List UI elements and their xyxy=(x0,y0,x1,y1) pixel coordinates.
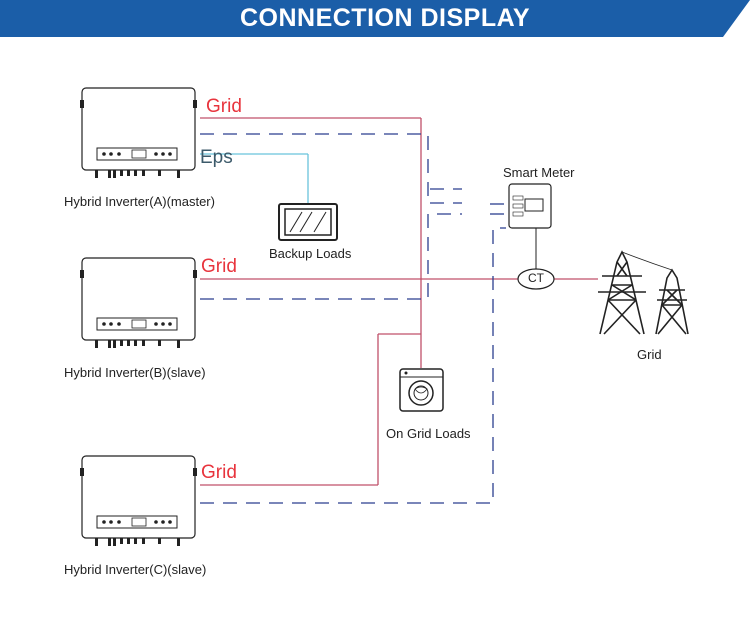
header-banner xyxy=(0,0,750,37)
transmission-tower-icon xyxy=(598,250,689,335)
smart-meter-label: Smart Meter xyxy=(503,165,575,180)
grid-wiring xyxy=(200,117,598,486)
eps-wiring xyxy=(200,153,309,203)
comm-wiring xyxy=(200,133,512,504)
inverter-c-grid-label: Grid xyxy=(201,462,237,483)
smart-meter-device xyxy=(508,183,552,229)
inverter-c-device xyxy=(80,455,197,546)
inverter-a-grid-label: Grid xyxy=(206,96,242,117)
inverter-a-eps-label: Eps xyxy=(200,147,233,168)
grid-tower-label: Grid xyxy=(637,347,662,362)
ct-label: CT xyxy=(528,271,544,285)
inverter-b-grid-label: Grid xyxy=(201,256,237,277)
page-title: CONNECTION DISPLAY xyxy=(239,4,531,32)
inverter-c-caption: Hybrid Inverter(C)(slave) xyxy=(64,562,207,577)
inverter-a-caption: Hybrid Inverter(A)(master) xyxy=(64,194,215,209)
on-grid-loads-washer-icon xyxy=(399,368,444,412)
backup-loads-tv-icon xyxy=(278,203,338,241)
backup-loads-label: Backup Loads xyxy=(269,246,352,261)
inverter-b-caption: Hybrid Inverter(B)(slave) xyxy=(64,365,206,380)
inverter-b-device xyxy=(80,257,197,348)
inverter-a-device xyxy=(80,87,197,178)
on-grid-loads-label: On Grid Loads xyxy=(386,426,471,441)
